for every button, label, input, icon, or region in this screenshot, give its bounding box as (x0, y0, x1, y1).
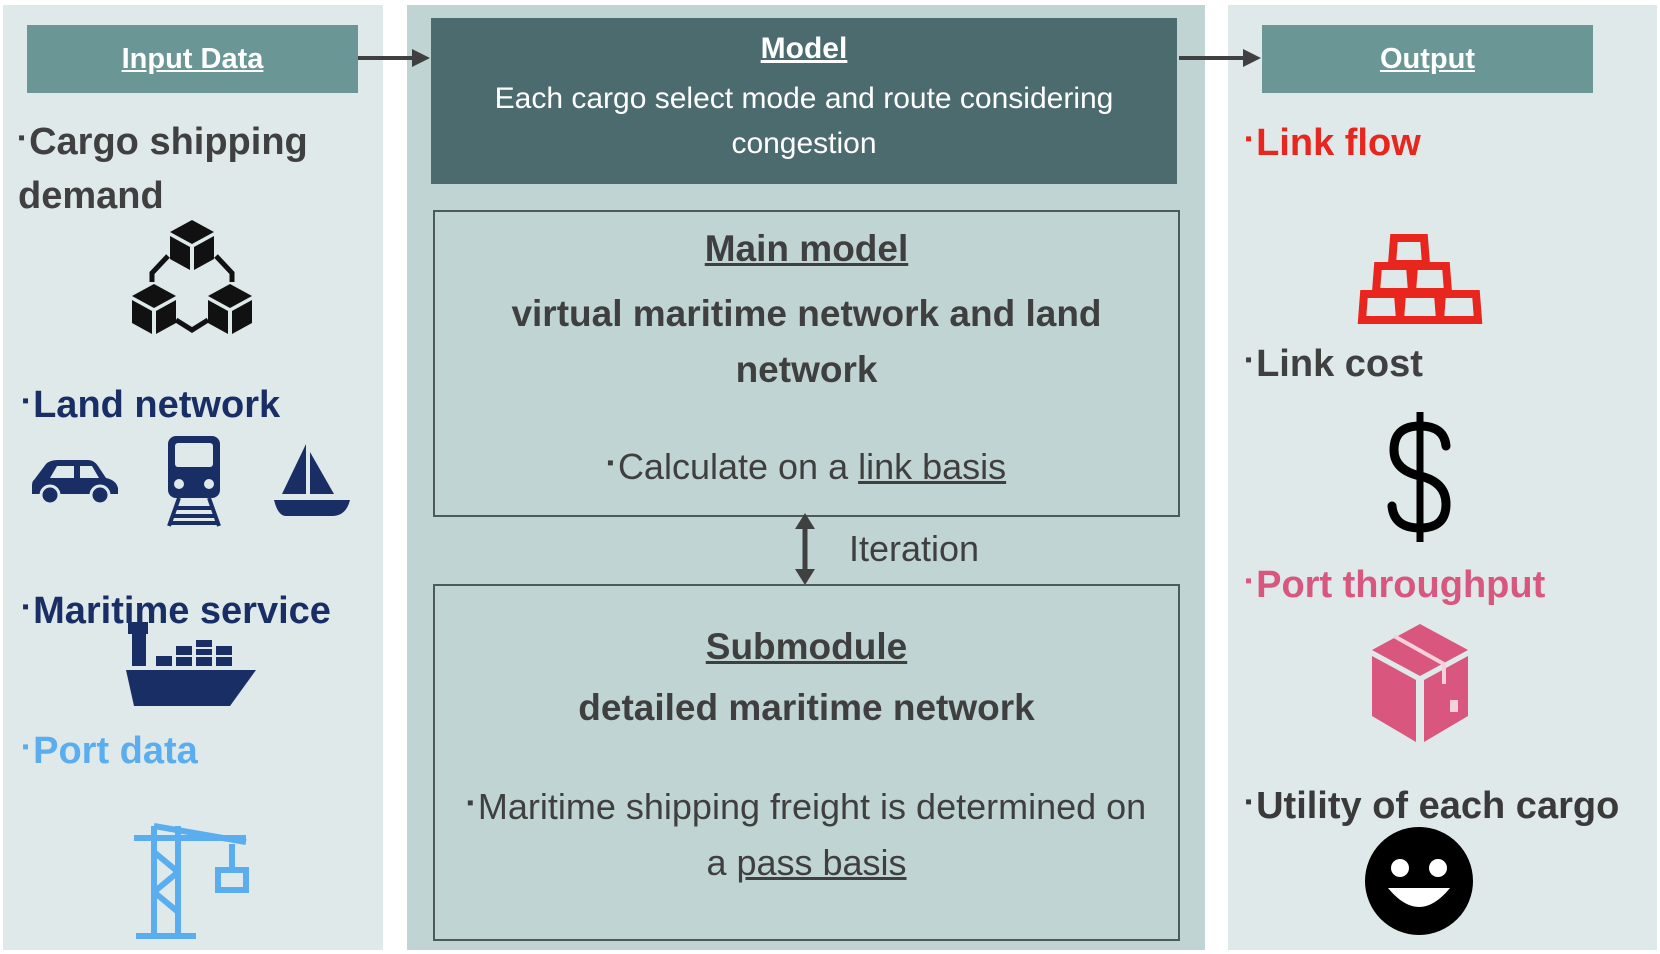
output-item-port-throughput-label: Port throughput (1256, 564, 1546, 606)
model-title: Model (760, 32, 848, 65)
output-item-utility: ▪Utility of each cargo (1245, 785, 1620, 827)
output-header: Output (1262, 25, 1593, 93)
submodule-note: ▪Maritime shipping freight is determined… (466, 786, 1147, 884)
output-panel (1228, 5, 1657, 950)
dollar-icon (1387, 412, 1451, 542)
output-item-port-throughput: ▪Port throughput (1245, 564, 1546, 606)
input-item-maritime-service-label: Maritime service (33, 590, 331, 632)
input-item-maritime-service: ▪Maritime service (22, 590, 331, 632)
main-model-note: ▪Calculate on a link basis (606, 446, 1007, 487)
main-model-note-text: Calculate on a (617, 446, 859, 487)
input-item-land-network: ▪Land network (22, 384, 281, 426)
iteration-label: Iteration (849, 528, 980, 569)
car-icon (32, 460, 118, 506)
container-ship-icon (126, 622, 256, 706)
output-item-link-cost: ▪Link cost (1245, 343, 1423, 385)
arrow-input-to-model (358, 49, 430, 67)
output-item-link-cost-label: Link cost (1256, 343, 1423, 385)
main-model-note-link: link basis (858, 446, 1007, 487)
arrow-model-to-output (1179, 49, 1261, 67)
train-icon (167, 436, 221, 527)
input-item-cargo-demand: ▪Cargo shipping demand (18, 121, 308, 217)
submodule-title: Submodule (705, 626, 908, 667)
sailboat-icon (274, 444, 350, 516)
boxes-network-icon (132, 220, 252, 334)
port-crane-icon (134, 823, 249, 939)
input-item-land-network-label: Land network (33, 384, 281, 426)
output-item-link-flow-label: Link flow (1256, 122, 1421, 164)
model-box: Model Each cargo select mode and route c… (431, 18, 1177, 184)
output-item-utility-label: Utility of each cargo (1256, 785, 1620, 827)
iteration-arrow (795, 513, 815, 585)
input-item-cargo-demand-label: Cargo shipping demand (18, 121, 308, 217)
main-model-box: Main model virtual maritime network and … (433, 210, 1180, 517)
output-item-link-flow: ▪Link flow (1245, 122, 1421, 164)
submodule-note-link: pass basis (736, 842, 907, 884)
input-item-port-data-label: Port data (33, 730, 198, 772)
submodule-note-text: Maritime shipping freight is determined … (477, 786, 1147, 884)
main-model-subtitle: virtual maritime network and land networ… (511, 293, 1102, 390)
gold-bars-icon (1357, 234, 1483, 324)
model-description: Each cargo select mode and route conside… (494, 82, 1114, 160)
input-item-port-data: ▪Port data (22, 730, 198, 772)
input-data-header: Input Data (27, 25, 358, 93)
submodule-box: Submodule detailed maritime network ▪Mar… (433, 584, 1180, 941)
main-model-title: Main model (704, 228, 909, 269)
output-header-label: Output (1379, 42, 1475, 75)
package-icon (1372, 624, 1468, 742)
submodule-subtitle: detailed maritime network (578, 687, 1035, 728)
smiley-icon (1365, 827, 1473, 935)
input-data-header-label: Input Data (121, 42, 264, 75)
